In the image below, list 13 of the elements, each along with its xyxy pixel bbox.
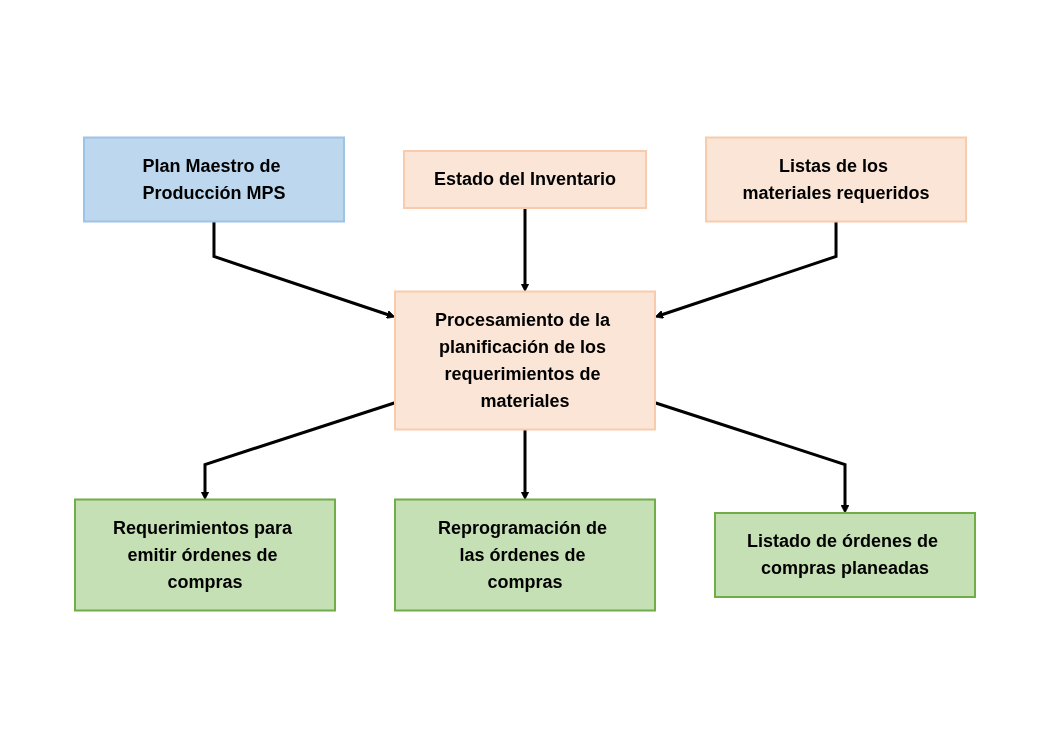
node-box: Reprogramación de las órdenes de compras <box>393 498 656 612</box>
arrow <box>200 401 395 500</box>
arrow <box>654 221 837 319</box>
node-box: Requerimientos para emitir órdenes de compras <box>73 498 336 612</box>
node-box: Plan Maestro de Producción MPS <box>82 136 345 223</box>
arrow <box>520 208 529 292</box>
node-box: Procesamiento de la planificación de los requerimientos de materiales <box>393 290 656 431</box>
arrow <box>212 221 395 319</box>
node-box: Estado del Inventario <box>402 150 647 209</box>
node-box: Listas de los materiales requeridos <box>704 136 967 223</box>
arrow <box>520 429 529 500</box>
arrow <box>654 401 849 514</box>
node-box: Listado de órdenes de compras planeadas <box>713 512 976 598</box>
